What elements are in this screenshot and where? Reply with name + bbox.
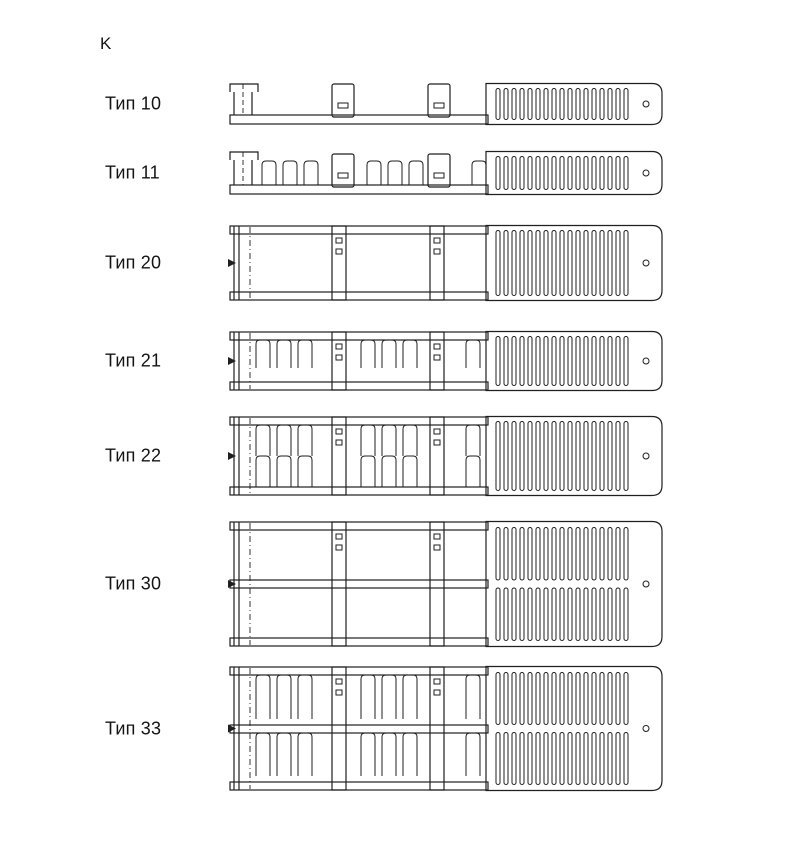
type-label: Тип 30 (105, 573, 162, 594)
type-label: Тип 22 (105, 445, 162, 466)
type-row-30: Тип 30 (0, 520, 790, 648)
type-row-11: Тип 11 (0, 150, 790, 196)
corner-label: K (100, 34, 112, 53)
type-label: Тип 11 (105, 162, 160, 183)
radiator-cross-section-drawing (229, 82, 663, 126)
radiator-cross-section-drawing (228, 665, 663, 792)
radiator-cross-section-drawing (228, 415, 663, 497)
radiator-cross-section-drawing (228, 224, 663, 302)
type-label: Тип 20 (105, 252, 162, 273)
type-row-20: Тип 20 (0, 224, 790, 302)
type-row-33: Тип 33 (0, 665, 790, 792)
radiator-cross-section-drawing (228, 520, 663, 648)
radiator-cross-section-drawing (229, 150, 663, 196)
type-label: Тип 21 (105, 350, 162, 371)
type-label: Тип 10 (105, 93, 162, 114)
radiator-cross-section-drawing (228, 330, 663, 392)
type-row-10: Тип 10 (0, 82, 790, 126)
type-label: Тип 33 (105, 718, 162, 738)
type-row-21: Тип 21 (0, 330, 790, 392)
type-row-22: Тип 22 (0, 415, 790, 497)
